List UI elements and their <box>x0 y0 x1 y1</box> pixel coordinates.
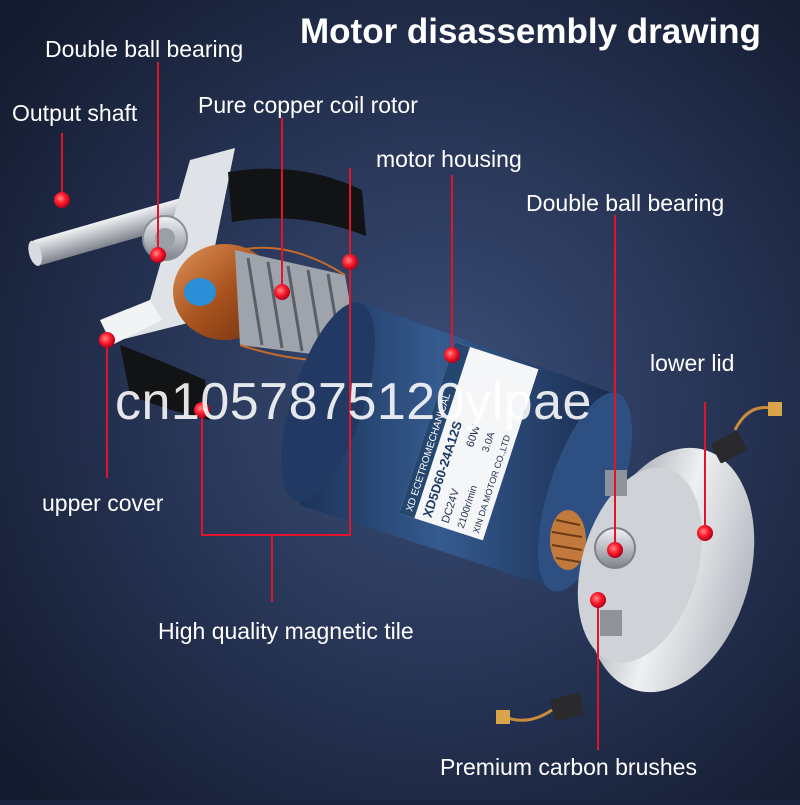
output-shaft-part <box>28 198 190 266</box>
label-output-shaft: Output shaft <box>12 100 138 126</box>
label-motor-housing: motor housing <box>376 146 522 172</box>
label-upper-cover: upper cover <box>42 490 164 516</box>
marker-dots <box>54 192 713 608</box>
lower-lid-part <box>577 447 755 693</box>
commutator-part <box>550 510 586 570</box>
label-double-ball-bearing-rear: Double ball bearing <box>526 190 725 216</box>
label-lower-lid: lower lid <box>650 350 735 376</box>
leader-lines <box>61 62 706 750</box>
carbon-brush-top <box>711 402 782 464</box>
label-copper-coil-rotor: Pure copper coil rotor <box>198 92 418 118</box>
diagram-title: Motor disassembly drawing <box>300 12 761 51</box>
carbon-brush-bottom <box>496 693 584 724</box>
watermark-text: cn1057875120ylpae <box>115 373 592 431</box>
label-carbon-brushes: Premium carbon brushes <box>440 754 697 780</box>
label-double-ball-bearing-front: Double ball bearing <box>45 36 244 62</box>
magnetic-tile-part <box>120 168 366 420</box>
label-magnetic-tile: High quality magnetic tile <box>158 618 414 644</box>
